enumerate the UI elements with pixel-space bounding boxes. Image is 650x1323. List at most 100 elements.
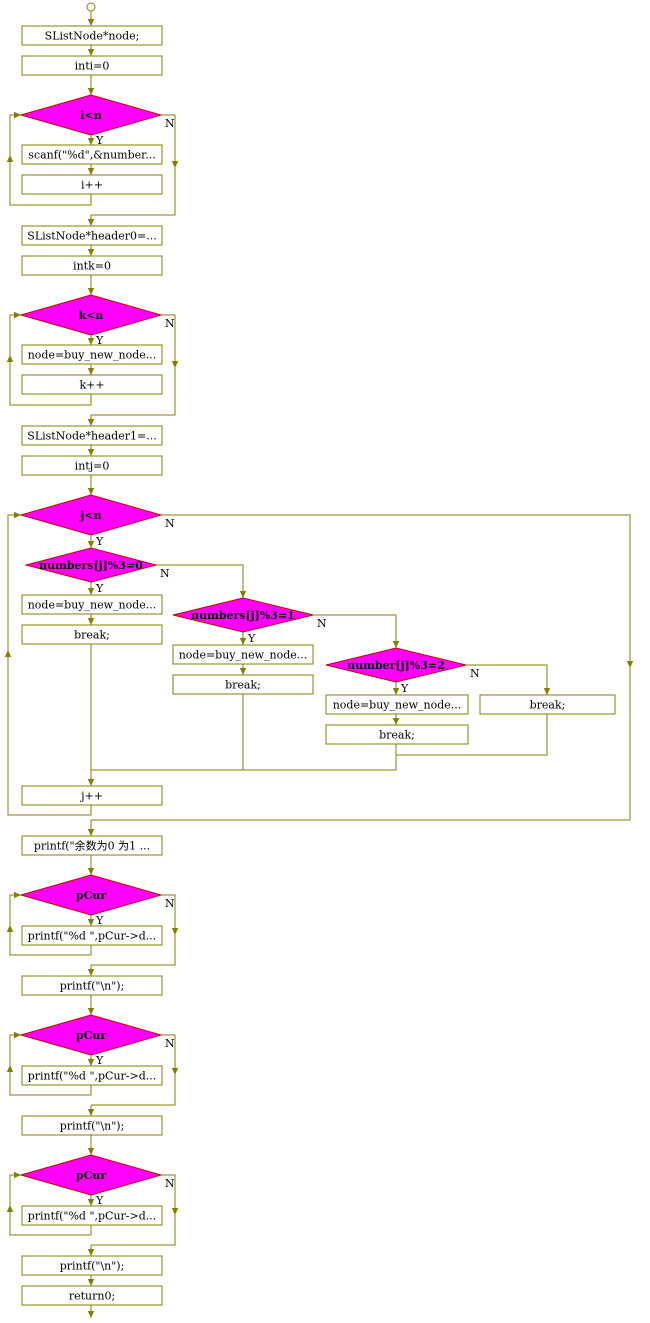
- process-init-i: [21, 55, 163, 76]
- decision-j-lt-n-label: j<n: [79, 509, 101, 522]
- process-printf-pcur-1: [21, 1065, 163, 1086]
- edge-j-true-label: Y: [95, 535, 104, 548]
- process-printf-newline-0-label: printf("\n");: [60, 980, 125, 993]
- process-break-case0-label: break;: [74, 629, 110, 642]
- edge-case0-true-arrowhead-icon: [87, 588, 95, 595]
- decision-mod3-eq-1-label: numbers[j]%3=1: [191, 609, 295, 622]
- edge-2-arrowhead-icon: [87, 88, 95, 95]
- process-break-case0: [21, 624, 163, 645]
- edge-pcur1-false-label: N: [165, 1037, 175, 1050]
- edge-loopback-pcur1-arrowhead-icon: [6, 1065, 14, 1072]
- process-buy-node-case0-label: node=buy_new_node...: [28, 599, 157, 612]
- process-buy-node-case0: [21, 594, 163, 615]
- edge-loopback-j: [7, 514, 92, 816]
- edge-case2-false-label: N: [470, 667, 480, 680]
- decision-pcur-0-label: pCur: [76, 889, 106, 902]
- process-init-i-label: inti=0: [75, 60, 110, 73]
- edge-3-arrowhead-icon: [87, 168, 95, 175]
- edge-17-arrowhead-icon: [87, 1008, 95, 1015]
- decision-mod3-eq-0-label: numbers[j]%3=0: [39, 559, 143, 572]
- process-printf-header-label: printf("余数为0 为1 ...: [34, 839, 150, 853]
- process-inc-k: [21, 374, 163, 395]
- edge-case1-false-arrowhead-icon: [392, 641, 400, 648]
- edge-loopback-pcur2: [9, 1174, 92, 1236]
- edge-pcur0-false-arrowhead-icon: [171, 928, 179, 935]
- edge-20-arrowhead-icon: [87, 1249, 95, 1256]
- edge-pcur1-false-arrowhead-icon: [171, 1068, 179, 1075]
- edge-case0-true-label: Y: [95, 582, 104, 595]
- edge-j-false-label: N: [165, 517, 175, 530]
- edge-13-arrowhead-icon: [392, 718, 400, 725]
- decision-i-lt-n: [19, 94, 163, 136]
- edge-loopback-pcur1-arrowhead-icon: [14, 1031, 21, 1039]
- edge-k-true-label: Y: [95, 334, 104, 347]
- edge-case1-true-arrowhead-icon: [239, 638, 247, 645]
- process-buy-node-k-label: node=buy_new_node...: [28, 349, 157, 362]
- process-buy-node-case1: [172, 644, 314, 665]
- process-break-case2-label: break;: [379, 729, 415, 742]
- decision-j-lt-n: [19, 494, 163, 536]
- process-init-j: [21, 455, 163, 476]
- edge-case1-false: [313, 614, 397, 648]
- process-declare-header1-label: SListNode*header1=...: [27, 430, 156, 443]
- process-break-case1-label: break;: [225, 679, 261, 692]
- edge-5-arrowhead-icon: [87, 249, 95, 256]
- process-buy-node-case2: [325, 694, 469, 715]
- edge-k-false-label: N: [165, 317, 175, 330]
- edge-loopback-i: [9, 114, 92, 206]
- process-printf-pcur-0-label: printf("%d ",pCur->d...: [28, 930, 157, 943]
- process-inc-j-label: j++: [79, 790, 103, 803]
- decision-pcur-1: [19, 1014, 163, 1056]
- edge-loopback-pcur0-arrowhead-icon: [14, 891, 21, 899]
- process-printf-newline-0: [21, 975, 163, 996]
- edge-loopback-k: [9, 314, 92, 406]
- process-printf-header: [21, 835, 163, 856]
- edge-12-arrowhead-icon: [239, 668, 247, 675]
- edge-10-arrowhead-icon: [87, 488, 95, 495]
- edge-k-true-arrowhead-icon: [87, 338, 95, 345]
- edge-7-arrowhead-icon: [87, 368, 95, 375]
- edge-final-arrowhead-icon: [87, 1311, 95, 1318]
- edge-pcur1-true-label: Y: [95, 1054, 104, 1067]
- edge-18-arrowhead-icon: [87, 1109, 95, 1116]
- process-break-default: [479, 694, 616, 715]
- edge-loopback-pcur1: [9, 1034, 92, 1096]
- edge-case1-true-label: Y: [247, 632, 256, 645]
- process-printf-pcur-2-label: printf("%d ",pCur->d...: [28, 1210, 157, 1223]
- decision-k-lt-n: [19, 294, 163, 336]
- process-scanf-number: [21, 144, 163, 165]
- process-inc-j: [21, 785, 163, 806]
- edge-i-true-label: Y: [95, 134, 104, 147]
- edge-loopback-j-arrowhead-icon: [14, 511, 21, 519]
- start-node: [86, 2, 96, 12]
- edge-j-false-arrowhead-icon: [626, 661, 634, 668]
- process-return-0-label: return0;: [69, 1290, 115, 1303]
- edge-case2-false: [466, 664, 548, 695]
- process-declare-header0: [21, 225, 163, 246]
- process-declare-node: [21, 25, 163, 46]
- process-printf-newline-1-label: printf("\n");: [60, 1120, 125, 1133]
- edge-4-arrowhead-icon: [87, 219, 95, 226]
- edge-loopback-i-arrowhead-icon: [14, 111, 21, 119]
- edge-pcur2-true-label: Y: [95, 1194, 104, 1207]
- edge-k-false-arrowhead-icon: [171, 361, 179, 368]
- edge-loopback-j-arrowhead-icon: [4, 650, 12, 657]
- decision-mod3-eq-0: [24, 547, 158, 583]
- edge-case2-true-arrowhead-icon: [392, 688, 400, 695]
- edge-i-true-arrowhead-icon: [87, 138, 95, 145]
- edge-16-arrowhead-icon: [87, 969, 95, 976]
- edge-loopback-k-arrowhead-icon: [14, 311, 21, 319]
- process-printf-newline-2: [21, 1255, 163, 1276]
- decision-mod3-eq-2: [325, 647, 467, 683]
- decision-mod3-eq-2-label: number[j]%3=2: [347, 659, 445, 672]
- decision-pcur-1-label: pCur: [76, 1029, 106, 1042]
- edge-case1-false-label: N: [317, 617, 327, 630]
- decision-k-lt-n-label: k<n: [79, 309, 104, 322]
- edge-6-arrowhead-icon: [87, 288, 95, 295]
- process-break-case2: [325, 724, 469, 745]
- process-inc-i: [21, 174, 163, 195]
- edge-loopback-pcur0-arrowhead-icon: [6, 925, 14, 932]
- edge-pcur2-false-label: N: [165, 1177, 175, 1190]
- edge-21-arrowhead-icon: [87, 1279, 95, 1286]
